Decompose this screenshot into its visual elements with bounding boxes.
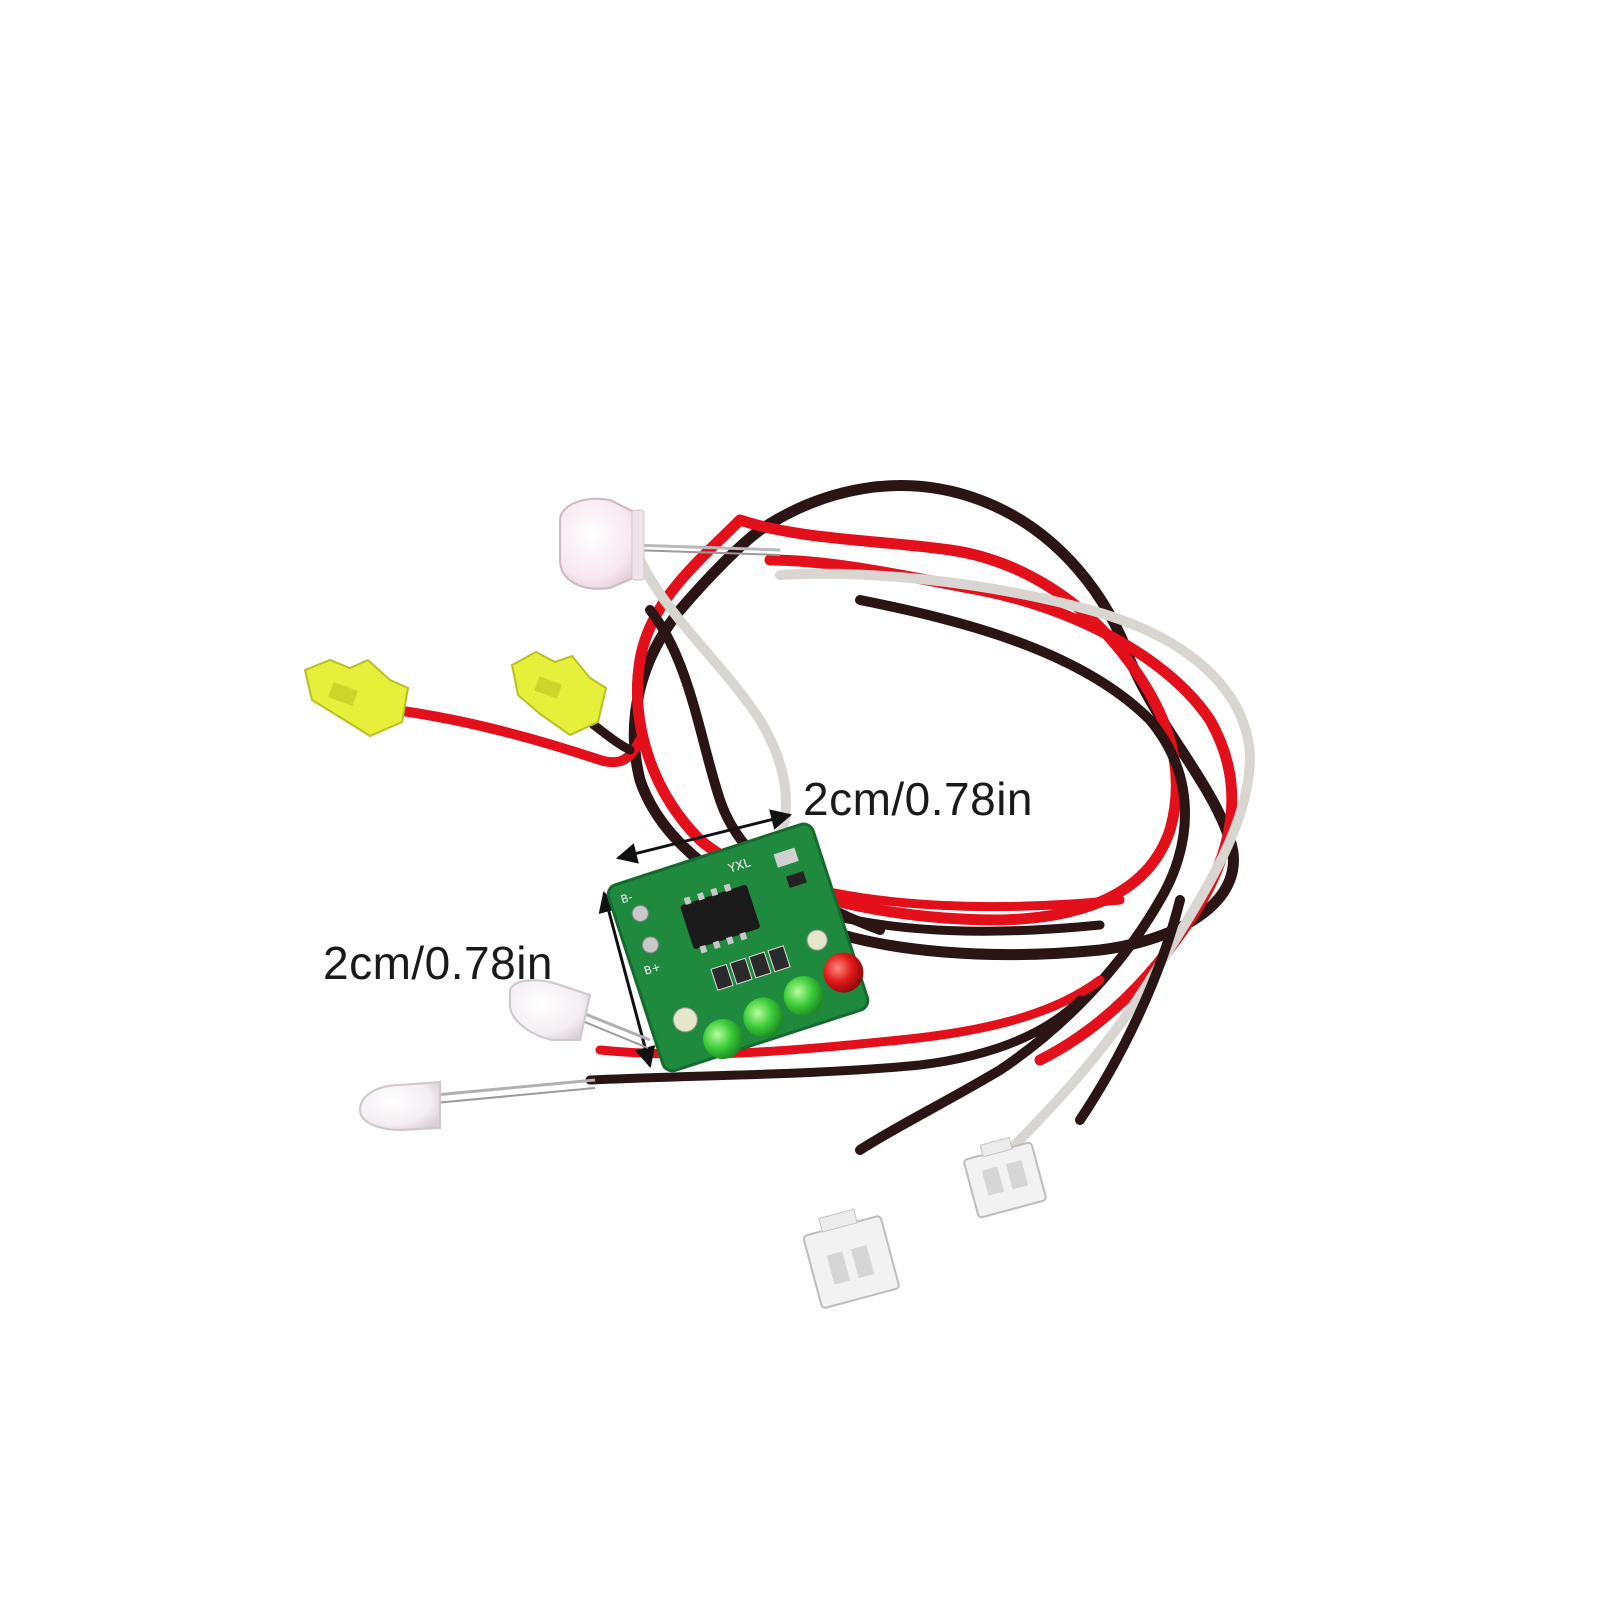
width-arrow — [615, 809, 793, 864]
led-top-clear — [559, 497, 781, 590]
led-clear-1 — [509, 979, 651, 1049]
ic-chip — [680, 885, 760, 949]
led-red — [823, 952, 864, 993]
svg-text:B-: B- — [619, 890, 634, 906]
led-green-3 — [783, 975, 824, 1016]
connector-yellow-2 — [510, 650, 608, 737]
width-dimension-label: 2cm/0.78in — [803, 773, 1034, 825]
svg-text:B+: B+ — [642, 960, 662, 978]
wire-red-board — [815, 885, 1125, 912]
wire-bundle — [390, 480, 1255, 1175]
svg-text:YXL: YXL — [726, 855, 753, 876]
connector-white-2 — [802, 1208, 900, 1309]
pad-b-neg — [631, 904, 649, 922]
wire-black-bottom — [585, 995, 1085, 1085]
connector-yellow-1 — [303, 658, 410, 738]
wire-white-loop — [635, 555, 1255, 1175]
wire-red-left — [390, 705, 645, 768]
led-clear-2 — [358, 1078, 596, 1132]
wire-black-board — [805, 905, 1105, 936]
pcb-board: YXL B- B+ — [606, 822, 870, 1073]
connector-white-1 — [963, 1136, 1047, 1219]
height-dimension-label: 2cm/0.78in — [323, 937, 554, 989]
pad-b-pos — [641, 936, 659, 954]
resistor-array — [710, 945, 791, 991]
led-green-2 — [743, 997, 784, 1038]
led-green-1 — [703, 1019, 744, 1060]
